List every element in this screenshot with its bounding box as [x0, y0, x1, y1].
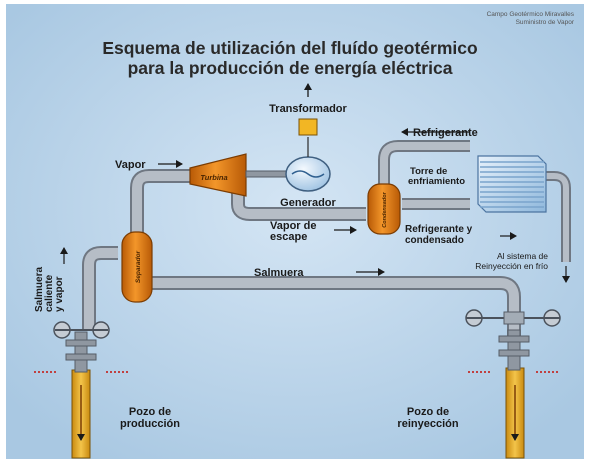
separator-vessel [121, 231, 153, 303]
label-pozo-produccion-line-1: Pozo de [129, 406, 171, 418]
label-torre-line-1: Torre de [410, 166, 447, 177]
condenser: Condensador [367, 183, 401, 235]
production-wellhead-flange-2 [65, 353, 97, 361]
label-vapor-escape-line-1: Vapor de [270, 220, 316, 232]
label-transformador: Transformador [269, 103, 347, 115]
label-reinyeccion-line-1: Al sistema de [497, 251, 548, 261]
label-salmuera: Salmuera [254, 267, 304, 279]
title-line-2: para la producción de energía eléctrica [128, 58, 453, 78]
title-line-1: Esquema de utilización del fluído geotér… [102, 38, 477, 58]
reinjection-wellhead-flange-2 [498, 349, 530, 357]
turbine: Turbina [189, 153, 247, 197]
turbine-tag: Turbina [200, 173, 227, 182]
reinjection-valve-body [503, 311, 525, 325]
cooling-tower [477, 155, 547, 213]
condenser-vessel [367, 183, 401, 235]
pipe-network [82, 140, 571, 340]
label-refrig-cond-line-1: Refrigerante y [405, 224, 473, 235]
generator-wave-icon [291, 170, 325, 178]
cooling-tower-body [477, 155, 547, 213]
separator: Separador [121, 231, 153, 303]
label-salmuera-vapor-group: Salmuera caliente y vapor [34, 267, 65, 312]
transformer-box [298, 118, 318, 136]
reinjection-well [465, 309, 561, 459]
production-wellhead-column [74, 331, 88, 373]
panel-background [6, 4, 584, 459]
reinjection-wellhead-flange-1 [498, 335, 530, 343]
label-vapor-escape-line-2: escape [270, 231, 307, 243]
label-salmuera-vapor-line-1: Salmuera [34, 267, 45, 312]
turbine-body [189, 153, 247, 197]
flow-arrows [60, 128, 570, 283]
label-salmuera-vapor-line-2: caliente [44, 274, 55, 312]
label-vapor: Vapor [115, 159, 146, 171]
credit-line-1: Campo Geotérmico Miravalles [487, 11, 575, 18]
turbine-shaft [245, 170, 287, 178]
label-reinyeccion-line-2: Reinyección en frío [475, 261, 548, 271]
separator-tag: Separador [135, 250, 142, 283]
label-salmuera-vapor-line-3: y vapor [54, 276, 65, 312]
label-torre-line-2: enfriamiento [408, 176, 465, 187]
condenser-tag: Condensador [382, 191, 388, 227]
label-generador: Generador [280, 197, 336, 209]
label-pozo-reinyeccion-line-2: reinyección [397, 418, 458, 430]
label-pozo-reinyeccion-line-1: Pozo de [407, 406, 449, 418]
label-refrig-cond-line-2: condensado [405, 235, 464, 246]
label-refrigerante: Refrigerante [413, 127, 478, 139]
transformer [298, 83, 318, 136]
label-pozo-produccion-line-2: producción [120, 418, 180, 430]
production-well [34, 321, 128, 459]
credit-line-2: Suministro de Vapor [516, 19, 575, 26]
production-wellhead-flange-1 [65, 339, 97, 347]
generator [285, 137, 331, 192]
